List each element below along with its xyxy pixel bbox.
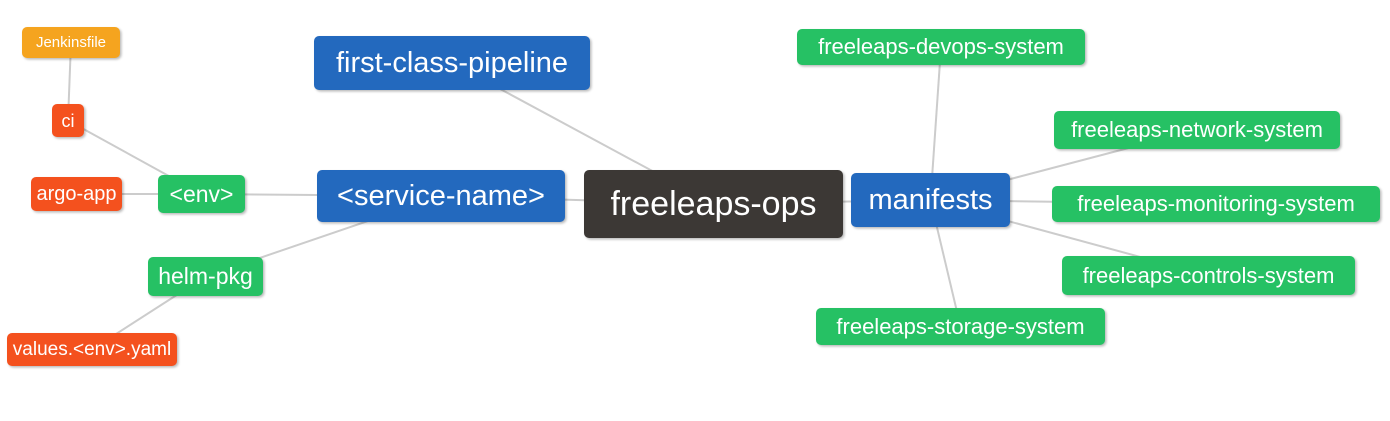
node-first-class-pipeline[interactable]: first-class-pipeline (314, 36, 590, 90)
node-label: argo-app (36, 183, 117, 205)
node-jenkinsfile[interactable]: Jenkinsfile (22, 27, 120, 58)
node-label: <env> (169, 180, 234, 207)
node-helm-pkg[interactable]: helm-pkg (148, 257, 263, 296)
node-label: Jenkinsfile (35, 34, 107, 51)
node-controls-system[interactable]: freeleaps-controls-system (1062, 256, 1355, 295)
node-network-system[interactable]: freeleaps-network-system (1054, 111, 1340, 149)
node-argo-app[interactable]: argo-app (31, 177, 122, 211)
node-label: <service-name> (337, 179, 545, 212)
node-label: values.<env>.yaml (12, 339, 172, 360)
node-label: manifests (868, 183, 993, 216)
node-ci[interactable]: ci (52, 104, 84, 137)
node-label: ci (61, 110, 75, 131)
node-service-name[interactable]: <service-name> (317, 170, 565, 222)
node-label: helm-pkg (158, 263, 253, 289)
node-label: freeleaps-controls-system (1082, 262, 1335, 288)
node-label: freeleaps-ops (610, 185, 817, 223)
node-label: first-class-pipeline (335, 46, 569, 79)
node-label: freeleaps-storage-system (836, 313, 1085, 339)
node-env[interactable]: <env> (158, 175, 245, 213)
node-values-env-yaml[interactable]: values.<env>.yaml (7, 333, 177, 366)
node-freeleaps-ops[interactable]: freeleaps-ops (584, 170, 843, 238)
node-devops-system[interactable]: freeleaps-devops-system (797, 29, 1085, 65)
node-label: freeleaps-devops-system (818, 34, 1064, 59)
node-monitoring-system[interactable]: freeleaps-monitoring-system (1052, 186, 1380, 222)
node-label: freeleaps-network-system (1071, 117, 1323, 142)
node-storage-system[interactable]: freeleaps-storage-system (816, 308, 1105, 345)
node-manifests[interactable]: manifests (851, 173, 1010, 227)
node-label: freeleaps-monitoring-system (1077, 191, 1355, 216)
